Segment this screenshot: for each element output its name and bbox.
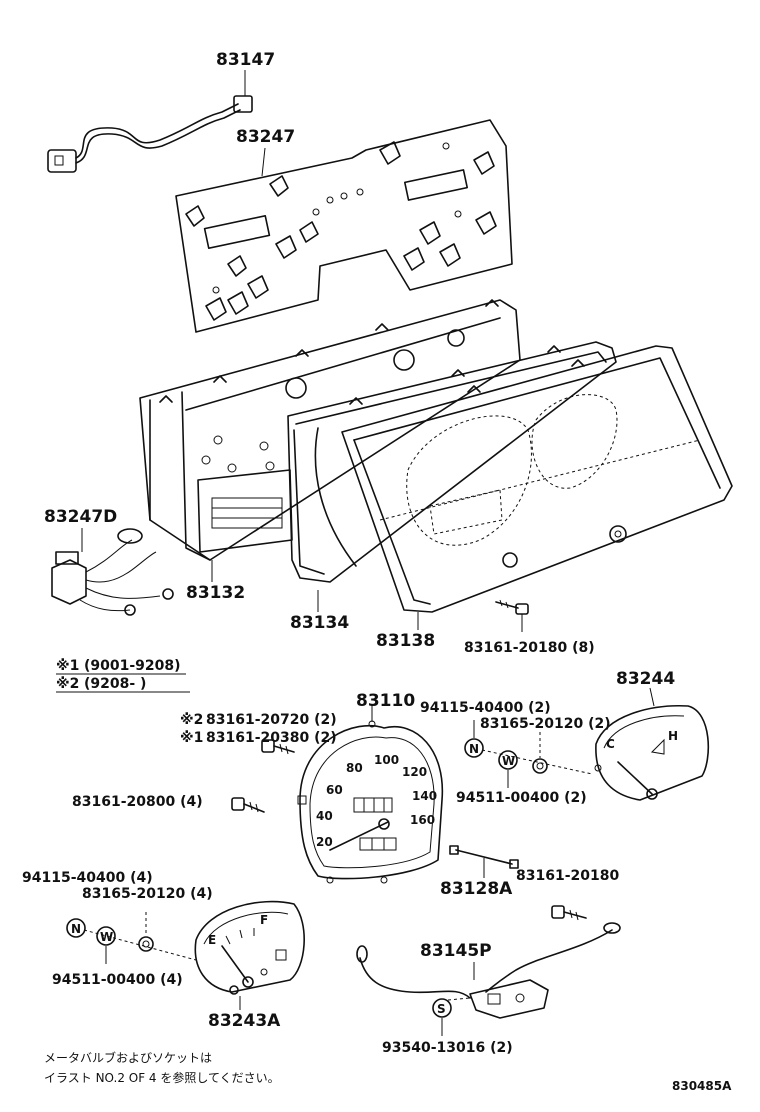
printed-circuit-83247 — [175, 119, 513, 333]
scale-40: 40 — [316, 809, 333, 823]
label-83244: 83244 — [616, 669, 675, 689]
screw-icon: S — [437, 1002, 446, 1016]
label-83110: 83110 — [356, 691, 415, 711]
meter-glass-83134 — [287, 341, 617, 612]
label-83161-20720-2: 83161-20720 (2) — [206, 712, 337, 728]
speedometer-scale: 20 40 60 80 100 120 140 160 — [316, 753, 437, 849]
nut-icon: N — [469, 742, 479, 756]
wire-harness-83147 — [47, 70, 253, 173]
label-83138: 83138 — [376, 631, 435, 651]
screw-83161-20180-8 — [495, 599, 529, 632]
wire-83145P — [356, 905, 621, 1019]
fuel-gauge-full: F — [260, 913, 268, 927]
figure-code: 830485A — [672, 1079, 732, 1093]
label-83243a: 83243A — [208, 1011, 281, 1031]
label-83165-20120-4: 83165-20120 (4) — [82, 886, 213, 902]
hardware-lower-left: N W — [66, 912, 197, 964]
label-94115-40400-2: 94115-40400 (2) — [420, 700, 551, 716]
fuel-gauge-83243A — [194, 900, 305, 1010]
label-83165-20120-2: 83165-20120 (2) — [480, 716, 611, 732]
socket-83247D — [51, 528, 174, 616]
washer-icon: W — [502, 754, 515, 768]
nut-icon: N — [71, 922, 81, 936]
screw-83161-20720-20380 — [261, 739, 295, 755]
meter-cover-83138 — [341, 345, 733, 630]
scale-100: 100 — [374, 753, 399, 767]
label-83247d: 83247D — [44, 507, 117, 527]
label-83134: 83134 — [290, 613, 349, 633]
label-83145p: 83145P — [420, 941, 492, 961]
legend-mark-1: ※1 — [56, 658, 79, 674]
hardware-upper-right: N W — [464, 720, 593, 788]
scale-60: 60 — [326, 783, 343, 797]
scale-140: 140 — [412, 789, 437, 803]
screw-93540-13016: S — [432, 998, 452, 1036]
fuel-gauge-empty: E — [208, 933, 216, 947]
pin-83128A — [449, 845, 519, 878]
label-83247: 83247 — [236, 127, 295, 147]
temp-gauge-cold: C — [606, 737, 615, 751]
label-83161-20800-4: 83161-20800 (4) — [72, 794, 203, 810]
washer-icon: W — [100, 930, 113, 944]
label-83132: 83132 — [186, 583, 245, 603]
label-93540-13016-2: 93540-13016 (2) — [382, 1040, 513, 1056]
label-94115-40400-4: 94115-40400 (4) — [22, 870, 153, 886]
label-83128a: 83128A — [440, 879, 513, 899]
ref-mark-2: ※2 — [180, 712, 203, 728]
legend: ※1 (9001-9208) ※2 (9208- ) — [56, 658, 190, 693]
label-94511-00400-4: 94511-00400 (4) — [52, 972, 183, 988]
scale-20: 20 — [316, 835, 333, 849]
scale-120: 120 — [402, 765, 427, 779]
label-83161-20380-2: 83161-20380 (2) — [206, 730, 337, 746]
label-83161-20180-8: 83161-20180 (8) — [464, 640, 595, 656]
temp-gauge-83244 — [594, 687, 710, 801]
speedometer-83110 — [297, 706, 444, 884]
legend-range-1: (9001-9208) — [84, 658, 181, 674]
temp-gauge-hot: H — [668, 729, 678, 743]
footnote-line-2: イラスト NO.2 OF 4 を参照してください。 — [44, 1070, 280, 1085]
meter-case-83132 — [139, 299, 521, 582]
footnote-line-1: メータバルブおよびソケットは — [44, 1050, 212, 1065]
ref-mark-1: ※1 — [180, 730, 203, 746]
legend-mark-2: ※2 — [56, 676, 79, 692]
label-94511-00400-2: 94511-00400 (2) — [456, 790, 587, 806]
legend-range-2: (9208- ) — [84, 676, 146, 692]
scale-80: 80 — [346, 761, 363, 775]
screw-83161-20800-4 — [231, 797, 265, 813]
label-83147: 83147 — [216, 50, 275, 70]
scale-160: 160 — [410, 813, 435, 827]
label-83161-20180: 83161-20180 — [516, 868, 619, 884]
